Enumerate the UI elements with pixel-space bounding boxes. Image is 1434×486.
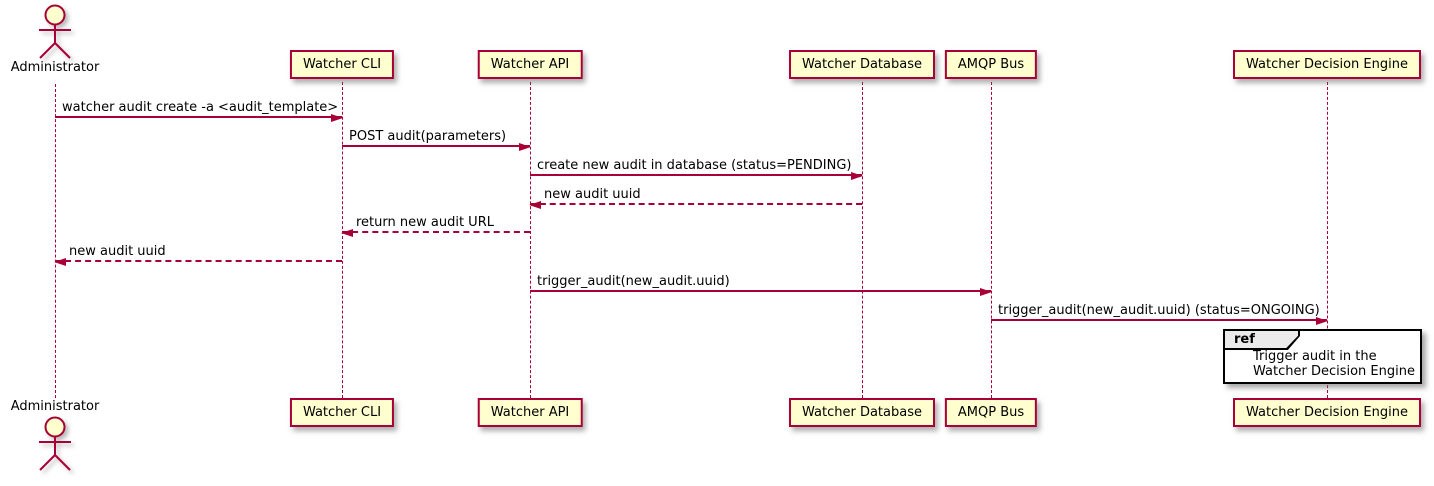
participant-box-watcher-api-bottom: Watcher API	[477, 398, 583, 427]
actor-label: Administrator	[10, 60, 100, 75]
lifeline-watcher-cli	[342, 82, 343, 398]
arrowhead-left-icon	[341, 229, 353, 237]
message-trigger-audit: trigger_audit(new_audit.uuid)	[530, 273, 992, 296]
participant-box-watcher-decision-engine-top: Watcher Decision Engine	[1233, 50, 1421, 79]
message-line	[530, 290, 991, 292]
message-label: watcher audit create -a <audit_template>	[62, 100, 339, 115]
message-audit-create: watcher audit create -a <audit_template>	[55, 99, 343, 122]
message-label: trigger_audit(new_audit.uuid) (status=ON…	[998, 303, 1320, 318]
participant-box-amqp-bus-top: AMQP Bus	[944, 50, 1038, 79]
participant-box-watcher-cli-bottom: Watcher CLI	[289, 398, 395, 427]
arrowhead-right-icon	[851, 172, 863, 180]
message-label: POST audit(parameters)	[349, 129, 507, 144]
arrowhead-right-icon	[1316, 317, 1328, 325]
message-label: trigger_audit(new_audit.uuid)	[537, 274, 730, 289]
message-line	[530, 174, 862, 176]
message-line	[55, 260, 342, 262]
participant-box-amqp-bus-bottom: AMQP Bus	[944, 398, 1038, 427]
message-trigger-audit-ongoing: trigger_audit(new_audit.uuid) (status=ON…	[991, 302, 1328, 325]
participant-box-watcher-database-top: Watcher Database	[789, 50, 935, 79]
actor-administrator-bottom: Administrator	[0, 399, 110, 472]
actor-label: Administrator	[10, 399, 100, 414]
stick-figure-actor-icon	[39, 4, 71, 59]
message-return-audit-url: return new audit URL	[341, 214, 530, 237]
message-line	[55, 116, 342, 118]
arrowhead-right-icon	[519, 143, 531, 151]
stick-figure-actor-icon	[39, 416, 71, 471]
participant-box-watcher-database-bottom: Watcher Database	[789, 398, 935, 427]
lifeline-watcher-database	[862, 82, 863, 398]
message-label: new audit uuid	[69, 244, 166, 259]
message-label: new audit uuid	[544, 187, 641, 202]
message-create-audit-db: create new audit in database (status=PEN…	[530, 157, 863, 180]
arrowhead-right-icon	[331, 114, 343, 122]
message-label: create new audit in database (status=PEN…	[537, 158, 852, 173]
actor-administrator-top: Administrator	[0, 2, 110, 75]
message-line	[342, 145, 530, 147]
ref-keyword: ref	[1234, 332, 1255, 347]
participant-box-watcher-decision-engine-bottom: Watcher Decision Engine	[1233, 398, 1421, 427]
participant-box-watcher-api-top: Watcher API	[477, 50, 583, 79]
ref-fragment: ref Trigger audit in the Watcher Decisio…	[1223, 329, 1422, 384]
arrowhead-left-icon	[529, 201, 541, 209]
lifeline-watcher-decision-engine	[1327, 82, 1328, 398]
lifeline-watcher-api	[530, 82, 531, 398]
lifeline-amqp-bus	[991, 82, 992, 398]
message-return-audit-uuid-db: new audit uuid	[529, 186, 862, 209]
message-line	[530, 203, 862, 205]
arrowhead-right-icon	[980, 288, 992, 296]
ref-tab	[1225, 331, 1298, 348]
participant-box-watcher-cli-top: Watcher CLI	[289, 50, 395, 79]
message-label: return new audit URL	[356, 215, 494, 230]
message-line	[991, 319, 1327, 321]
arrowhead-left-icon	[54, 258, 66, 266]
lifeline-administrator	[55, 84, 56, 398]
message-post-audit: POST audit(parameters)	[342, 128, 531, 151]
ref-text-line2: Watcher Decision Engine	[1253, 364, 1415, 379]
message-return-audit-uuid-cli: new audit uuid	[54, 243, 342, 266]
ref-text: Trigger audit in the Watcher Decision En…	[1253, 349, 1415, 379]
message-line	[342, 231, 530, 233]
ref-text-line1: Trigger audit in the	[1253, 349, 1377, 364]
